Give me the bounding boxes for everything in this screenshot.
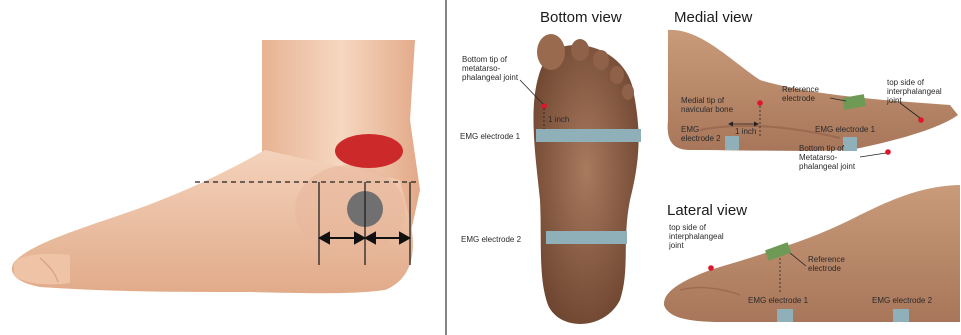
bottom-inch-label: 1 inch xyxy=(548,115,569,124)
sole-toe-2 xyxy=(571,39,589,61)
medial-emg-electrode-2 xyxy=(725,136,739,150)
sole-shape xyxy=(533,45,638,324)
medial-view-title: Medial view xyxy=(674,9,753,26)
medial-interphalangeal-label: top side of interphalangeal joint xyxy=(886,78,944,105)
lateral-emg1-label: EMG electrode 1 xyxy=(748,296,809,305)
medial-view-panel: Medial view Medial tip of navicular bone… xyxy=(668,9,958,171)
lateral-view-panel: Lateral view top side of interphalangeal… xyxy=(664,185,960,322)
bottom-metatarsal-label: Bottom tip of metatarso- phalangeal join… xyxy=(462,55,519,82)
bottom-emg2-label: EMG electrode 2 xyxy=(461,235,522,244)
medial-inch-label: 1 inch xyxy=(735,127,756,136)
medial-metatarsal-point xyxy=(885,149,891,155)
bottom-view-panel: Bottom view Bottom tip of metatarso- pha… xyxy=(460,9,641,324)
bottom-emg-electrode-2 xyxy=(546,231,627,244)
red-marker xyxy=(335,134,403,168)
bottom-emg1-label: EMG electrode 1 xyxy=(460,132,521,141)
sole-big-toe xyxy=(537,34,565,70)
sole-toe-4 xyxy=(610,66,624,84)
medial-navicular-point xyxy=(757,100,763,106)
toe-shape xyxy=(14,254,70,284)
medial-navicular-label: Medial tip of navicular bone xyxy=(681,96,734,114)
medial-metatarsal-leader xyxy=(860,153,886,157)
bottom-emg-electrode-1 xyxy=(536,129,641,142)
lateral-emg-electrode-2 xyxy=(893,309,909,322)
bottom-metatarsal-point xyxy=(541,103,547,109)
sole-toe-5 xyxy=(622,84,634,100)
lateral-interphalangeal-point xyxy=(708,265,714,271)
lateral-emg-electrode-1 xyxy=(777,309,793,322)
lateral-view-title: Lateral view xyxy=(667,202,747,219)
left-foot-illustration xyxy=(12,40,420,293)
sole-toe-3 xyxy=(593,50,609,70)
medial-interphalangeal-point xyxy=(918,117,924,123)
lateral-emg2-label: EMG electrode 2 xyxy=(872,296,933,305)
lateral-interphalangeal-label: top side of interphalangeal joint xyxy=(668,223,726,250)
medial-emg1-label: EMG electrode 1 xyxy=(815,125,876,134)
bottom-view-title: Bottom view xyxy=(540,9,622,26)
